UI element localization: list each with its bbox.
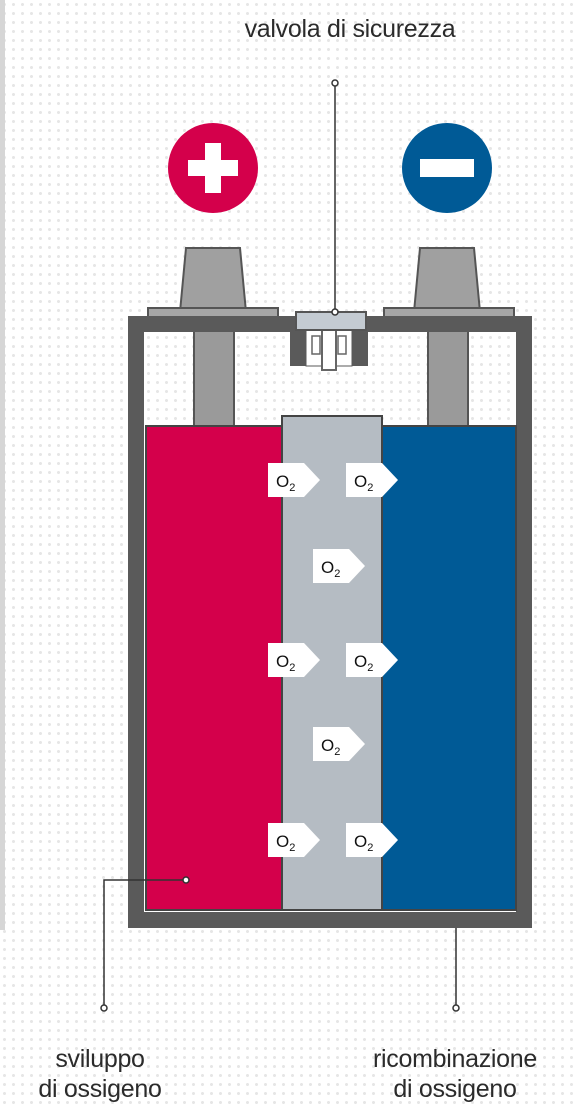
- safety-valve-label: valvola di sicurezza: [244, 15, 456, 43]
- valve-leader-line: [331, 79, 339, 316]
- positive-plate: [145, 425, 283, 911]
- o2-label: O2: [321, 558, 340, 580]
- left-rule: [0, 0, 5, 930]
- oxygen-evolution-label: sviluppo di ossigeno: [0, 1044, 200, 1104]
- o2-arrow: O2: [313, 549, 365, 583]
- o2-label: O2: [276, 472, 295, 494]
- positive-terminal-post: [147, 247, 279, 427]
- o2-label: O2: [354, 832, 373, 854]
- oxygen-recombination-label: ricombinazione di ossigeno: [345, 1044, 565, 1104]
- oxygen-recombination-leader-line: [452, 928, 460, 1012]
- minus-icon: [402, 123, 492, 213]
- oxygen-evolution-label-line1: sviluppo: [55, 1045, 145, 1073]
- o2-label: O2: [276, 832, 295, 854]
- o2-label: O2: [354, 652, 373, 674]
- o2-label: O2: [354, 472, 373, 494]
- safety-valve: [290, 311, 368, 371]
- o2-label: O2: [321, 736, 340, 758]
- o2-arrow: O2: [268, 823, 320, 857]
- o2-arrow: O2: [268, 643, 320, 677]
- negative-plate: [381, 425, 517, 911]
- oxygen-recombination-label-line1: ricombinazione: [373, 1045, 537, 1073]
- oxygen-evolution-label-line2: di ossigeno: [38, 1075, 162, 1103]
- o2-arrow: O2: [346, 643, 398, 677]
- o2-arrow: O2: [346, 823, 398, 857]
- o2-arrow: O2: [268, 463, 320, 497]
- oxygen-evolution-leader-line: [100, 876, 190, 1012]
- o2-arrow: O2: [313, 727, 365, 761]
- negative-terminal-post: [383, 247, 515, 427]
- plus-icon: [168, 123, 258, 213]
- oxygen-recombination-label-line2: di ossigeno: [393, 1075, 517, 1103]
- o2-arrow: O2: [346, 463, 398, 497]
- o2-label: O2: [276, 652, 295, 674]
